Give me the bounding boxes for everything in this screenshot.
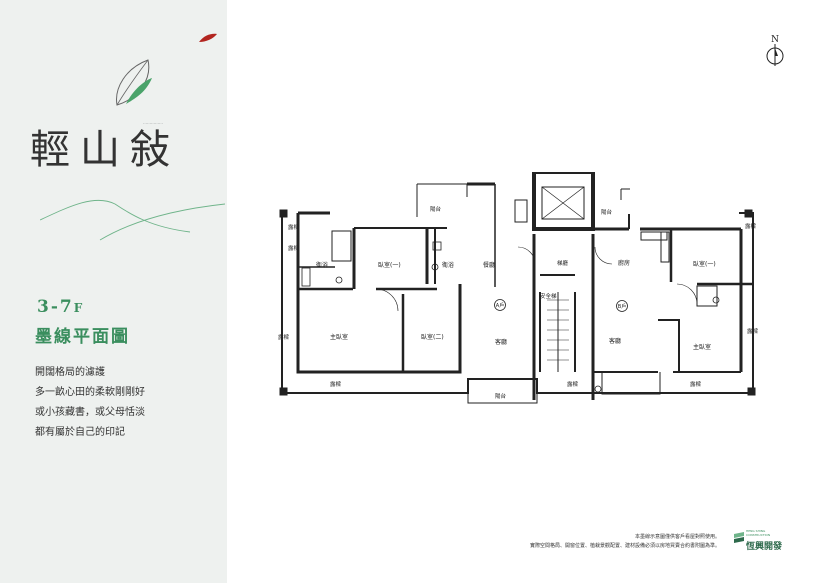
room-label: 陽台 (601, 208, 613, 216)
poem-line: 多一畝心田的柔軟剛剛好 (35, 387, 145, 398)
logo-chinese: 恆興開發 (746, 542, 783, 552)
floor-label: 3-7F (37, 297, 85, 317)
room-label: 陽台 (495, 392, 507, 400)
room-label: 臥室(一) (693, 260, 716, 268)
green-leaf-icon (116, 59, 152, 106)
room-label: 客廳 (495, 338, 507, 346)
ledge-label: 露樑 (745, 222, 757, 230)
room-label: 梯廳 (557, 259, 569, 267)
plan-title: 墨線平面圖 (35, 327, 130, 347)
room-label: 臥室(一) (378, 261, 401, 269)
unit-label-a: A戶 (496, 302, 504, 309)
red-leaf-icon (199, 33, 217, 42)
disclaimer-line: 實際空間格局、開窗位置、植栽景觀配置、建材設備必須以房地買賣合約書附圖為準。 (529, 543, 720, 549)
poem-line: 開闊格局的濾護 (35, 367, 105, 378)
floor-plan: 露樑 露樑 露樑 露樑 露樑 露樑 露樑 露樑 衛浴 臥室(一) 衛浴 主臥室 … (278, 172, 759, 404)
room-label: 主臥室 (330, 333, 348, 341)
room-label: 客廳 (609, 337, 621, 345)
ledge-label: 露樑 (278, 333, 290, 341)
north-compass-icon: N (766, 35, 784, 66)
room-label: 安全梯 (540, 292, 557, 300)
disclaimer-line: 本墨線示意圖僅供客戶看屋對照使用。 (634, 534, 720, 540)
mountain-lines-icon (40, 199, 225, 241)
room-label: 衛浴 (316, 261, 328, 269)
ledge-label: 露樑 (690, 380, 702, 388)
project-title: 輕山敍 (30, 127, 180, 173)
room-label: 餐廳 (483, 261, 495, 269)
ledge-label: 露樑 (567, 380, 579, 388)
poem-line: 或小孩藏書，或父母恬淡 (35, 407, 145, 418)
poem: 開闊格局的濾護 多一畝心田的柔軟剛剛好 或小孩藏書，或父母恬淡 都有屬於自己的印… (35, 363, 145, 443)
vertical-subtitle: …………… (143, 120, 163, 125)
sidebar: 輕山敍 …………… 3-7F 墨線平面圖 開闊格局的濾護 多一畝心田的柔軟剛剛好… (0, 0, 227, 583)
disclaimer: 本墨線示意圖僅供客戶看屋對照使用。 實際空間格局、開窗位置、植栽景觀配置、建材設… (470, 533, 720, 551)
room-label: 衛浴 (442, 261, 454, 269)
compass-label: N (771, 35, 779, 45)
ledge-label: 露樑 (288, 223, 300, 231)
company-logo: HENG SHING CONSTRUCTION 恆興開發 (733, 529, 783, 553)
room-label: 主臥室 (693, 343, 711, 351)
room-label: 陽台 (430, 205, 442, 213)
unit-label-b: B戶 (618, 303, 626, 310)
logo-mark-icon (734, 532, 744, 543)
poem-line: 都有屬於自己的印記 (35, 427, 125, 438)
ledge-label: 露樑 (330, 380, 342, 388)
logo-english: HENG SHING CONSTRUCTION (746, 529, 771, 537)
ledge-label: 露樑 (288, 244, 300, 252)
ledge-label: 露樑 (747, 327, 759, 335)
room-label: 廚房 (618, 259, 630, 267)
room-label: 臥室(二) (421, 333, 444, 341)
